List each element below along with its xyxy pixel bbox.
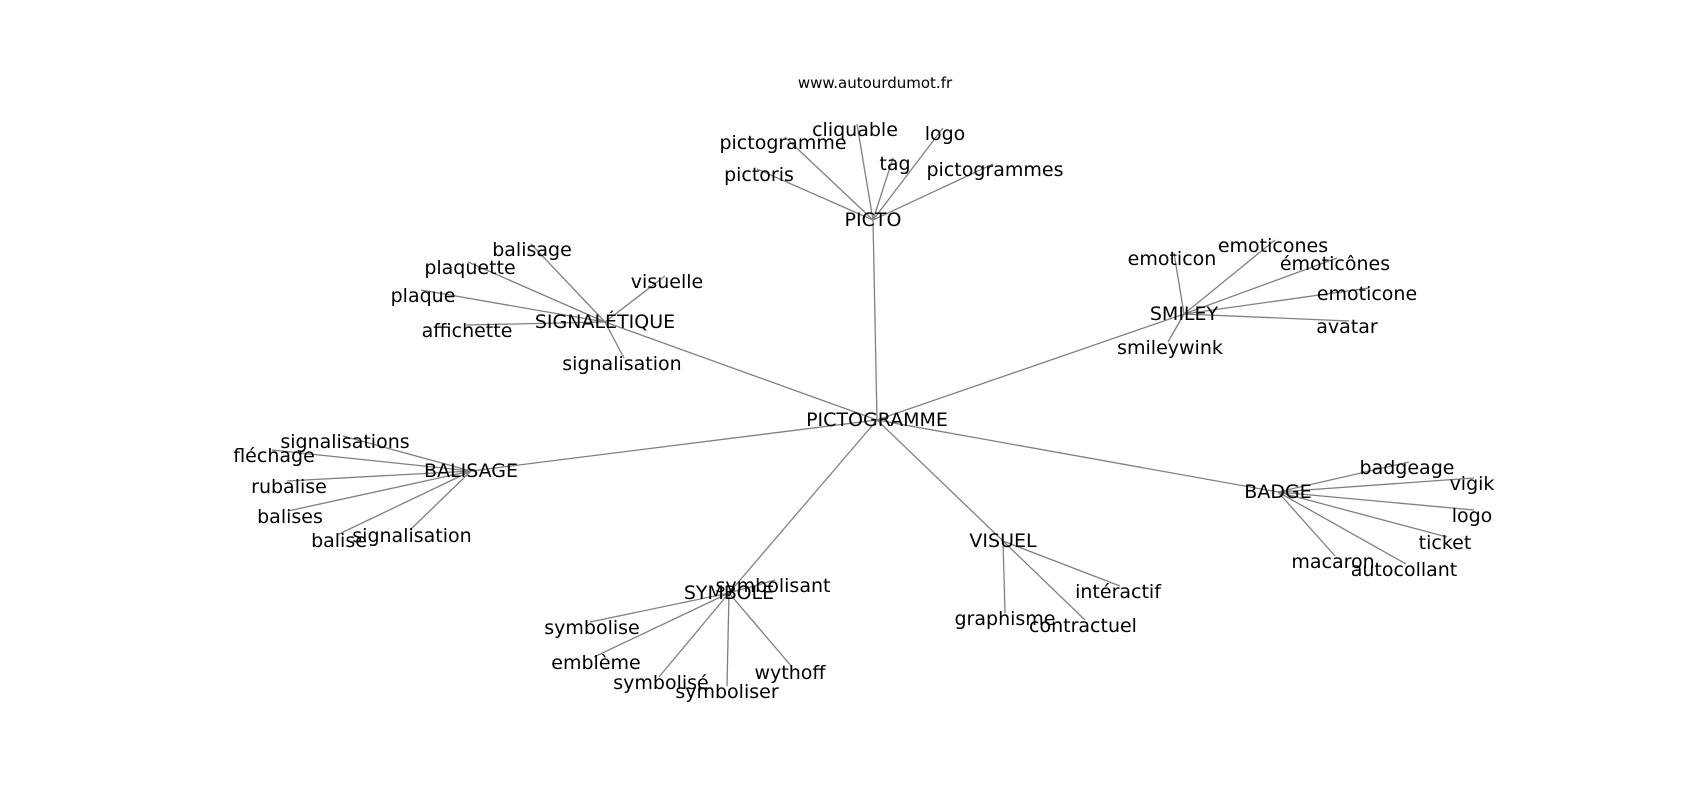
edge-hub-leaf — [1277, 491, 1448, 538]
edges — [271, 123, 1475, 687]
edge-hub-leaf — [420, 289, 606, 323]
edge-hub-leaf — [465, 321, 606, 326]
leaf-node-label: affichette — [422, 320, 513, 342]
source-url: www.autourdumot.fr — [797, 74, 953, 92]
edge-hub-leaf — [1002, 540, 1121, 587]
hub-node-label: VISUEL — [969, 530, 1037, 552]
leaf-node-label: rubalise — [251, 476, 327, 498]
hub-node-label: SYMBOLE — [684, 582, 774, 604]
leaf-node-label: emoticones — [1218, 235, 1328, 257]
leaf-node-label: wythoff — [755, 662, 827, 684]
edge-hub-leaf — [728, 579, 776, 594]
edge-hub-leaf — [1277, 477, 1475, 493]
leaf-node-label: signalisation — [562, 353, 681, 375]
edge-hub-leaf — [1277, 491, 1407, 565]
edge-hub-leaf — [409, 470, 472, 531]
edge-hub-leaf — [1173, 252, 1185, 315]
leaf-node-label: smileywink — [1117, 337, 1223, 359]
edge-hub-leaf — [589, 592, 730, 623]
leaf-node-label: emoticon — [1128, 248, 1217, 270]
leaf-node-label: fléchage — [233, 445, 315, 467]
edge-hub-leaf — [658, 592, 730, 678]
edge-hub-leaf — [872, 163, 994, 221]
edge-hub-leaf — [1277, 491, 1336, 557]
leaf-node-label: contractuel — [1029, 615, 1137, 637]
leaf-node-label: avatar — [1316, 316, 1378, 338]
edge-hub-leaf — [530, 243, 606, 323]
edge-center-hub — [876, 419, 1279, 493]
leaf-node-label: plaquette — [424, 257, 515, 279]
edge-hub-leaf — [604, 275, 666, 323]
edge-hub-leaf — [286, 470, 472, 482]
edge-hub-leaf — [342, 435, 472, 472]
leaf-node-label: balises — [257, 506, 323, 528]
edge-center-hub — [876, 313, 1185, 421]
edge-hub-leaf — [1167, 313, 1185, 343]
edge-hub-leaf — [1002, 540, 1006, 614]
hub-node-label: BADGE — [1244, 481, 1311, 503]
leaf-node-label: symbolisant — [716, 575, 831, 597]
edge-hub-leaf — [1183, 313, 1350, 322]
edge-hub-leaf — [287, 470, 472, 512]
edge-hub-leaf — [856, 123, 874, 221]
edge-hub-leaf — [271, 449, 472, 472]
edge-hub-leaf — [467, 261, 606, 323]
leaf-node-label: tag — [879, 153, 910, 175]
leaf-node-label: macaron — [1291, 551, 1374, 573]
leaf-node-label: signalisations — [280, 431, 409, 453]
edge-hub-leaf — [1183, 239, 1276, 315]
edge-hub-leaf — [756, 168, 874, 221]
edge-center-hub — [470, 419, 878, 472]
hub-node-label: SMILEY — [1150, 303, 1219, 325]
edge-hub-leaf — [872, 157, 894, 221]
leaf-node-label: symboliser — [675, 681, 778, 703]
edge-center-hub — [872, 219, 878, 421]
edge-hub-leaf — [604, 321, 625, 359]
leaf-node-label: cliquable — [812, 119, 898, 141]
leaf-node-label: balise — [311, 530, 367, 552]
leaf-node-label: pictogrammes — [927, 159, 1064, 181]
leaf-node-label: pictoris — [724, 164, 794, 186]
leaf-node-label: autocollant — [1351, 559, 1458, 581]
edge-hub-leaf — [726, 592, 730, 687]
leaf-node-label: badgeage — [1360, 457, 1455, 479]
leaf-node-label: logo — [925, 123, 966, 145]
edge-center-hub — [604, 321, 878, 421]
leaf-node-label: vigik — [1450, 473, 1495, 495]
edge-center-hub — [876, 419, 1004, 542]
edge-hub-leaf — [1277, 491, 1475, 511]
edge-hub-leaf — [593, 592, 730, 658]
leaf-node-label: balisage — [492, 239, 572, 261]
leaf-node-label: pictogramme — [719, 132, 846, 154]
leaf-node-label: logo — [1452, 505, 1493, 527]
edge-hub-leaf — [872, 127, 944, 221]
edge-hub-leaf — [728, 592, 793, 668]
hub-node-label: SIGNALÉTIQUE — [535, 310, 675, 333]
edge-hub-leaf — [1183, 257, 1338, 315]
leaf-node-label: graphisme — [955, 608, 1056, 630]
edge-hub-leaf — [784, 136, 874, 221]
leaf-node-label: emblème — [551, 652, 640, 674]
center-node-label: PICTOGRAMME — [806, 409, 948, 431]
leaf-node-label: émoticônes — [1280, 253, 1390, 275]
edge-hub-leaf — [336, 470, 472, 536]
leaf-node-label: emoticone — [1317, 283, 1417, 305]
leaf-node-label: plaque — [391, 285, 456, 307]
leaf-node-label: signalisation — [352, 525, 471, 547]
hub-node-label: PICTO — [845, 209, 902, 231]
edge-hub-leaf — [1002, 540, 1086, 621]
edge-center-hub — [728, 419, 878, 594]
leaf-node-label: ticket — [1419, 532, 1472, 554]
hub-node-label: BALISAGE — [424, 460, 518, 482]
leaf-node-label: symbolise — [544, 617, 639, 639]
node-labels: PICTOGRAMME PICTO cliquable logo pictogramme… — [233, 119, 1494, 703]
leaf-node-label: intéractif — [1075, 581, 1162, 603]
leaf-node-label: visuelle — [631, 271, 703, 293]
edge-hub-leaf — [1277, 461, 1410, 493]
leaf-node-label: symbolisé — [613, 672, 708, 694]
edge-hub-leaf — [1183, 287, 1370, 315]
